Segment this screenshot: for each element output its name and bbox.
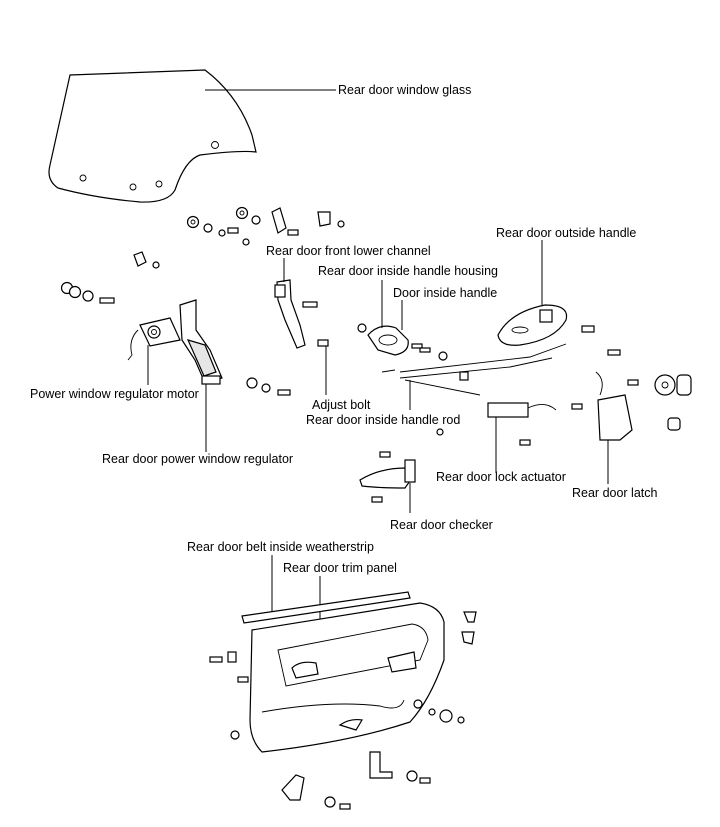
label-outside-handle: Rear door outside handle xyxy=(496,226,636,240)
power-window-regulator-part xyxy=(127,299,223,385)
label-lock-actuator: Rear door lock actuator xyxy=(436,470,566,484)
outside-handle-part xyxy=(497,304,595,346)
trim-panel-clips xyxy=(209,611,477,740)
label-power-window-regulator: Rear door power window regulator xyxy=(102,452,293,466)
label-adjust-bolt: Adjust bolt xyxy=(312,398,371,412)
lock-actuator-part xyxy=(436,402,557,446)
label-inside-handle-rod: Rear door inside handle rod xyxy=(306,413,460,427)
upper-hardware-parts xyxy=(133,206,345,269)
checker-part xyxy=(359,451,416,503)
belt-weatherstrip-part xyxy=(241,591,411,624)
label-front-lower-channel: Rear door front lower channel xyxy=(266,244,431,258)
inside-handle-rod-part xyxy=(381,343,567,396)
inside-handle-housing-part xyxy=(357,323,448,361)
label-door-inside-handle: Door inside handle xyxy=(393,286,497,300)
label-inside-handle-housing: Rear door inside handle housing xyxy=(318,264,498,278)
front-lower-channel-part xyxy=(274,279,329,349)
label-latch: Rear door latch xyxy=(572,486,658,500)
lower-brackets xyxy=(281,751,431,810)
label-trim-panel: Rear door trim panel xyxy=(283,561,397,575)
label-checker: Rear door checker xyxy=(390,518,493,532)
lower-regulator-bolts xyxy=(246,377,291,396)
window-glass-part xyxy=(48,69,257,203)
latch-part xyxy=(571,349,692,441)
label-belt-inside-weatherstrip: Rear door belt inside weatherstrip xyxy=(187,540,374,554)
label-window-glass: Rear door window glass xyxy=(338,83,471,97)
label-regulator-motor: Power window regulator motor xyxy=(30,387,199,401)
regulator-bolts xyxy=(60,281,115,304)
trim-panel-part xyxy=(249,602,445,753)
